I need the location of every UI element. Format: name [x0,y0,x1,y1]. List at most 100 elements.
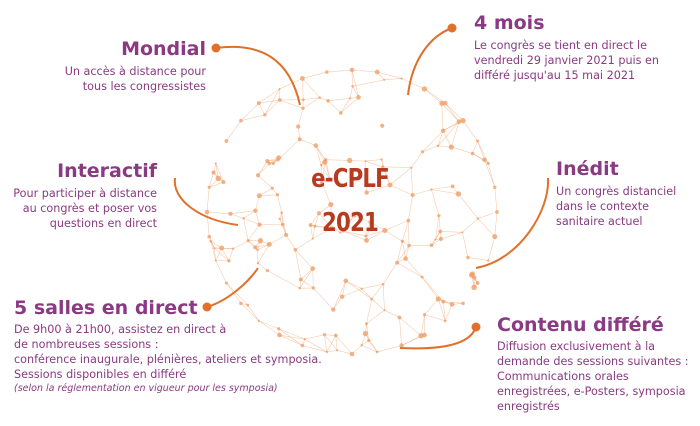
network-node [204,209,210,215]
connector-dot-differe [471,322,481,332]
network-node [326,99,330,103]
network-node [395,260,399,265]
network-edge [310,213,320,226]
network-edge [340,98,351,114]
network-node [242,217,245,220]
network-edge [441,103,460,122]
network-edge [396,245,410,263]
network-edge [258,320,279,330]
network-node [476,139,479,143]
network-edge [257,244,270,264]
feature-differe-desc: Diffusion exclusivement à la demande des… [497,339,697,414]
network-node [421,86,428,92]
network-node [311,286,315,290]
network-edge [320,165,322,183]
network-node [257,238,264,244]
network-node [476,217,480,220]
network-edge [377,345,402,353]
network-node [293,247,298,252]
network-edge [410,167,413,196]
network-edge [384,220,409,231]
network-edge [477,218,496,237]
network-node [495,210,499,214]
network-node [298,286,302,290]
network-edge [365,230,385,237]
network-node [471,284,477,291]
network-edge [331,227,344,232]
connector-differe [399,326,477,350]
network-edge [345,280,362,289]
network-node [265,159,270,164]
connector-dot-salles [202,302,212,312]
network-edge [208,172,214,188]
network-edge [440,232,463,240]
network-edge [312,268,314,289]
network-edge [437,121,460,147]
network-node [257,222,262,227]
network-edge [269,234,287,245]
network-edge [384,309,400,318]
network-node [364,190,369,195]
network-node [256,248,259,252]
network-edge [444,102,464,121]
network-edge [333,296,343,310]
network-edge [313,287,334,310]
network-edge [402,241,406,259]
network-edge [365,159,382,162]
network-edge [247,224,260,241]
network-node [214,162,217,165]
network-node [367,338,371,343]
network-node [297,137,302,142]
network-edge [337,349,353,355]
network-edge [247,304,260,322]
network-node [469,271,476,277]
network-edge [257,163,270,176]
network-node [434,238,437,241]
desc-line: enregistrés [497,400,560,413]
network-node [382,227,388,234]
network-node [347,157,353,164]
network-edge [349,86,353,99]
network-node [340,294,345,299]
network-node [325,350,329,354]
feature-mondial: Mondial Un accès à distance pour tous le… [20,38,206,94]
network-edge [264,88,280,115]
network-edge [442,130,452,148]
network-edge [431,186,453,190]
network-node [338,111,343,115]
network-edge [422,130,444,153]
network-node [381,165,384,169]
network-edge [371,283,384,300]
network-node [403,256,408,261]
network-node [313,143,319,148]
feature-mondial-title: Mondial [121,38,206,60]
desc-line: enregistrées, e-Posters, symposia [497,385,686,398]
network-node [349,67,355,73]
network-edge [340,97,359,114]
network-node [280,211,283,214]
network-edge [396,262,423,278]
network-node [443,319,447,323]
feature-mois-title: 4 mois [474,12,545,34]
network-node [460,117,466,124]
network-edge [351,69,378,73]
network-edge [230,213,244,219]
network-edge [431,189,459,195]
network-node [228,211,233,216]
network-edge [335,335,353,355]
network-node [360,344,363,347]
network-node [224,281,228,285]
network-edge [377,71,402,79]
network-node [213,247,216,250]
network-node [277,332,282,338]
desc-line: Sessions disponibles en différé [14,368,187,381]
network-node [365,322,368,326]
network-node [399,343,404,348]
network-node [356,95,361,100]
network-node [380,158,383,161]
network-node [257,319,260,322]
network-edge [381,159,391,186]
network-node [336,349,339,352]
network-node [430,188,433,191]
